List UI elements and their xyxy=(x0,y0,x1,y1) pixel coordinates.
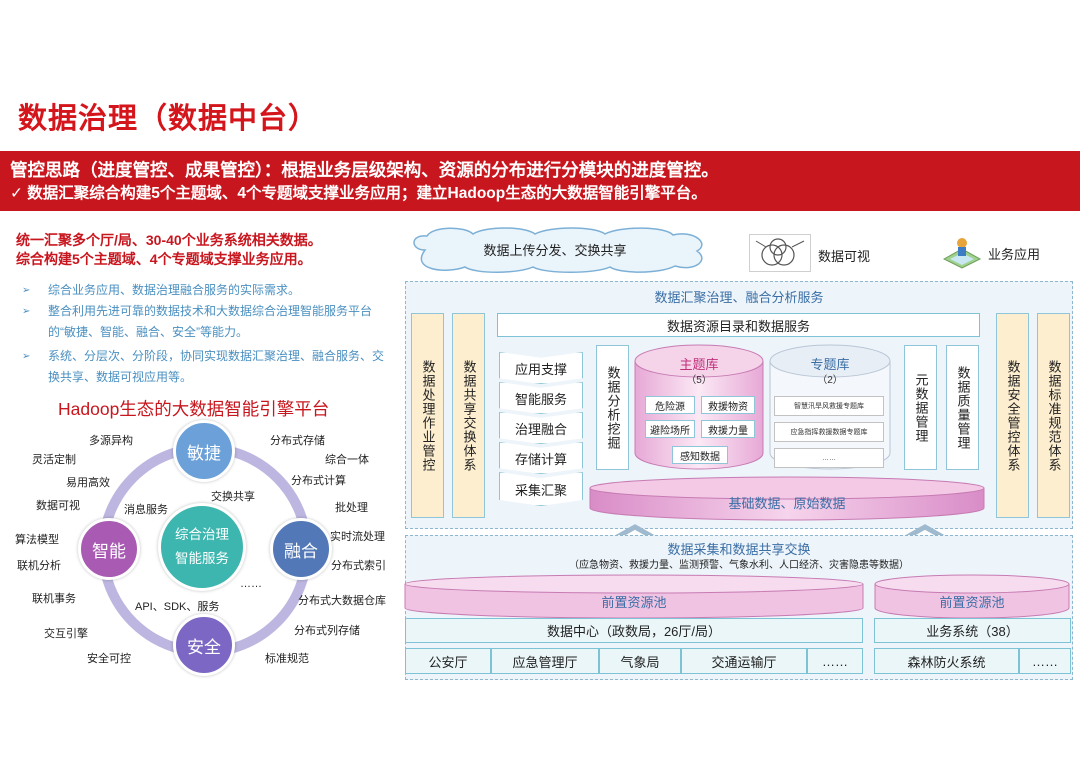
label-custom: 灵活定制 xyxy=(32,454,76,466)
column-share-exchange: 数据共享交换体系 xyxy=(452,313,485,518)
label-controllable: 安全可控 xyxy=(87,653,131,665)
bullet-item-1: ➢ 综合业务应用、数据治理融合服务的实际需求。 xyxy=(22,280,392,302)
label-integrated: 综合一体 xyxy=(325,454,369,466)
base-data-disc xyxy=(589,476,985,521)
data-center-bar: 数据中心（政数局，26厅/局） xyxy=(405,618,863,643)
arrow-bullet-icon: ➢ xyxy=(22,306,31,317)
theme-cell: 危险源 xyxy=(645,396,695,414)
inner-label-message: 消息服务 xyxy=(124,504,168,516)
arrow-bullet-icon: ➢ xyxy=(22,285,31,296)
cloud-label: 数据上传分发、交换共享 xyxy=(483,243,627,258)
exchange-subtitle: （应急物资、救援力量、监测预警、气象水利、人口经济、灾害隐患等数据） xyxy=(569,560,909,571)
system-cell: 森林防火系统 xyxy=(874,648,1019,674)
special-cell: 应急指挥救援数据专题库 xyxy=(774,422,884,442)
cloud-shape xyxy=(413,227,703,273)
label-dist-warehouse: 分布式大数据仓库 xyxy=(298,595,386,607)
hadoop-platform-title: Hadoop生态的大数据智能引擎平台 xyxy=(58,399,330,419)
inner-label-api: API、SDK、服务 xyxy=(135,601,220,613)
inner-label-more: …… xyxy=(240,578,262,590)
theme-cell: 避险场所 xyxy=(645,420,695,438)
node-secure: 安全 xyxy=(173,614,235,676)
node-smart: 智能 xyxy=(78,518,140,580)
banner-line-2: ✓ 数据汇聚综合构建5个主题域、4个专题域支撑业务应用；建立Hadoop生态的大… xyxy=(10,185,707,202)
column-standard: 数据标准规范体系 xyxy=(1037,313,1070,518)
exchange-title: 数据采集和数据共享交换 xyxy=(667,542,811,557)
system-cell: …… xyxy=(1019,648,1071,674)
dept-cell: 应急管理厅 xyxy=(491,648,599,674)
node-fusion: 融合 xyxy=(270,518,332,580)
column-analysis: 数据分析挖掘 xyxy=(596,345,629,470)
column-security: 数据安全管控体系 xyxy=(996,313,1029,518)
label-easy: 易用高效 xyxy=(66,477,110,489)
theme-cell: 救援物资 xyxy=(701,396,755,414)
dept-cell: …… xyxy=(807,648,863,674)
label-dist-column: 分布式列存储 xyxy=(294,625,360,637)
pool-label-left: 前置资源池 xyxy=(601,595,667,610)
arrow-bullet-icon: ➢ xyxy=(22,351,31,362)
label-dist-index: 分布式索引 xyxy=(331,560,386,572)
banner-line-1: 管控思路（进度管控、成果管控）：根据业务层级架构、资源的分布进行分模块的进度管控… xyxy=(10,160,719,180)
label-dist-compute: 分布式计算 xyxy=(291,475,346,487)
pool-cylinder-right xyxy=(874,574,1070,619)
column-quality: 数据质量管理 xyxy=(946,345,979,470)
layer-collection: 采集汇聚 xyxy=(499,472,583,506)
business-app-label: 业务应用 xyxy=(988,247,1041,262)
bullet-item-3: ➢ 系统、分层次、分阶段，协同实现数据汇聚治理、融合服务、交换共享、数据可视应用… xyxy=(22,346,392,390)
business-app-icon xyxy=(942,235,982,269)
hub-title: 数据汇聚治理、融合分析服务 xyxy=(654,290,824,305)
base-data-label: 基础数据、原始数据 xyxy=(728,496,846,511)
bullet-item-2: ➢ 整合利用先进可靠的数据技术和大数据综合治理智能服务平台的“敏捷、智能、融合、… xyxy=(22,301,392,345)
theme-cell: 救援力量 xyxy=(701,420,755,438)
core-circle: 综合治理智能服务 xyxy=(158,503,246,591)
theme-db-cylinder xyxy=(634,344,764,470)
label-algorithm: 算法模型 xyxy=(15,534,59,546)
label-interactive: 交互引擎 xyxy=(44,628,88,640)
catalog-bar: 数据资源目录和数据服务 xyxy=(497,313,980,337)
special-cell: 智慧汛旱风救援专题库 xyxy=(774,396,884,416)
special-db-count: （2） xyxy=(817,375,843,386)
special-cell: …… xyxy=(774,448,884,468)
left-heading-1: 统一汇聚多个厅/局、30-40个业务系统相关数据。 xyxy=(16,232,322,248)
theme-db-title: 主题库 xyxy=(679,357,719,372)
inner-label-exchange: 交换共享 xyxy=(211,491,255,503)
label-batch: 批处理 xyxy=(335,502,368,514)
label-stream: 实时流处理 xyxy=(330,531,385,543)
strategy-banner xyxy=(0,151,1080,211)
label-multisource: 多源异构 xyxy=(89,435,133,447)
theme-db-count: （5） xyxy=(686,375,712,386)
data-visual-label: 数据可视 xyxy=(818,249,871,264)
left-heading-2: 综合构建5个主题域、4个专题域支撑业务应用。 xyxy=(16,251,312,267)
label-oltp: 联机事务 xyxy=(32,593,76,605)
special-db-title: 专题库 xyxy=(810,357,850,372)
theme-cell: 感知数据 xyxy=(672,446,728,464)
dept-cell: 交通运输厅 xyxy=(681,648,807,674)
column-process-control: 数据处理作业管控 xyxy=(411,313,444,518)
label-olap: 联机分析 xyxy=(17,560,61,572)
pool-label-right: 前置资源池 xyxy=(939,595,1005,610)
column-metadata: 元数据管理 xyxy=(904,345,937,470)
data-visual-icon xyxy=(749,234,811,272)
business-system-bar: 业务系统（38） xyxy=(874,618,1071,643)
pool-cylinder-left xyxy=(404,574,864,619)
dept-cell: 公安厅 xyxy=(405,648,491,674)
page-title: 数据治理（数据中台） xyxy=(18,103,319,135)
label-standard: 标准规范 xyxy=(265,653,309,665)
label-dist-storage: 分布式存储 xyxy=(270,435,325,447)
node-agile: 敏捷 xyxy=(173,420,235,482)
dept-cell: 气象局 xyxy=(599,648,681,674)
label-visual: 数据可视 xyxy=(36,500,80,512)
